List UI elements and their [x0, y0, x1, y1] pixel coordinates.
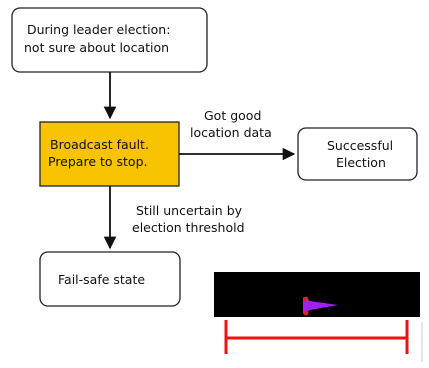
- node-broadcast-box: [39, 121, 180, 187]
- inset-visualization: [214, 272, 423, 362]
- node-success-box: [297, 127, 418, 181]
- node-start-line1: During leader election:: [27, 22, 170, 37]
- robot-dot-top: [303, 296, 309, 302]
- node-failsafe-box: [39, 251, 181, 307]
- robot-marker-icon: [303, 297, 338, 314]
- node-broadcast-line1: Broadcast fault.: [50, 137, 149, 152]
- edge-uncertain-label-line2: election threshold: [132, 220, 245, 235]
- inset-background: [214, 272, 420, 317]
- node-success-line1: Successful: [327, 138, 393, 153]
- node-broadcast: Broadcast fault. Prepare to stop.: [39, 121, 180, 187]
- node-success: Successful Election: [297, 127, 418, 181]
- node-broadcast-line2: Prepare to stop.: [48, 154, 148, 169]
- node-success-line2: Election: [336, 155, 386, 170]
- edge-good-label-line1: Got good: [204, 108, 261, 123]
- node-failsafe: Fail-safe state: [39, 251, 181, 307]
- edge-uncertain-label-line1: Still uncertain by: [136, 203, 243, 218]
- node-failsafe-line1: Fail-safe state: [58, 272, 145, 287]
- node-start: During leader election: not sure about l…: [11, 7, 208, 73]
- robot-dot-bottom: [303, 310, 309, 316]
- range-bracket: [224, 320, 409, 354]
- edge-good-label-line2: location data: [190, 125, 272, 140]
- node-start-line2: not sure about location: [24, 40, 169, 55]
